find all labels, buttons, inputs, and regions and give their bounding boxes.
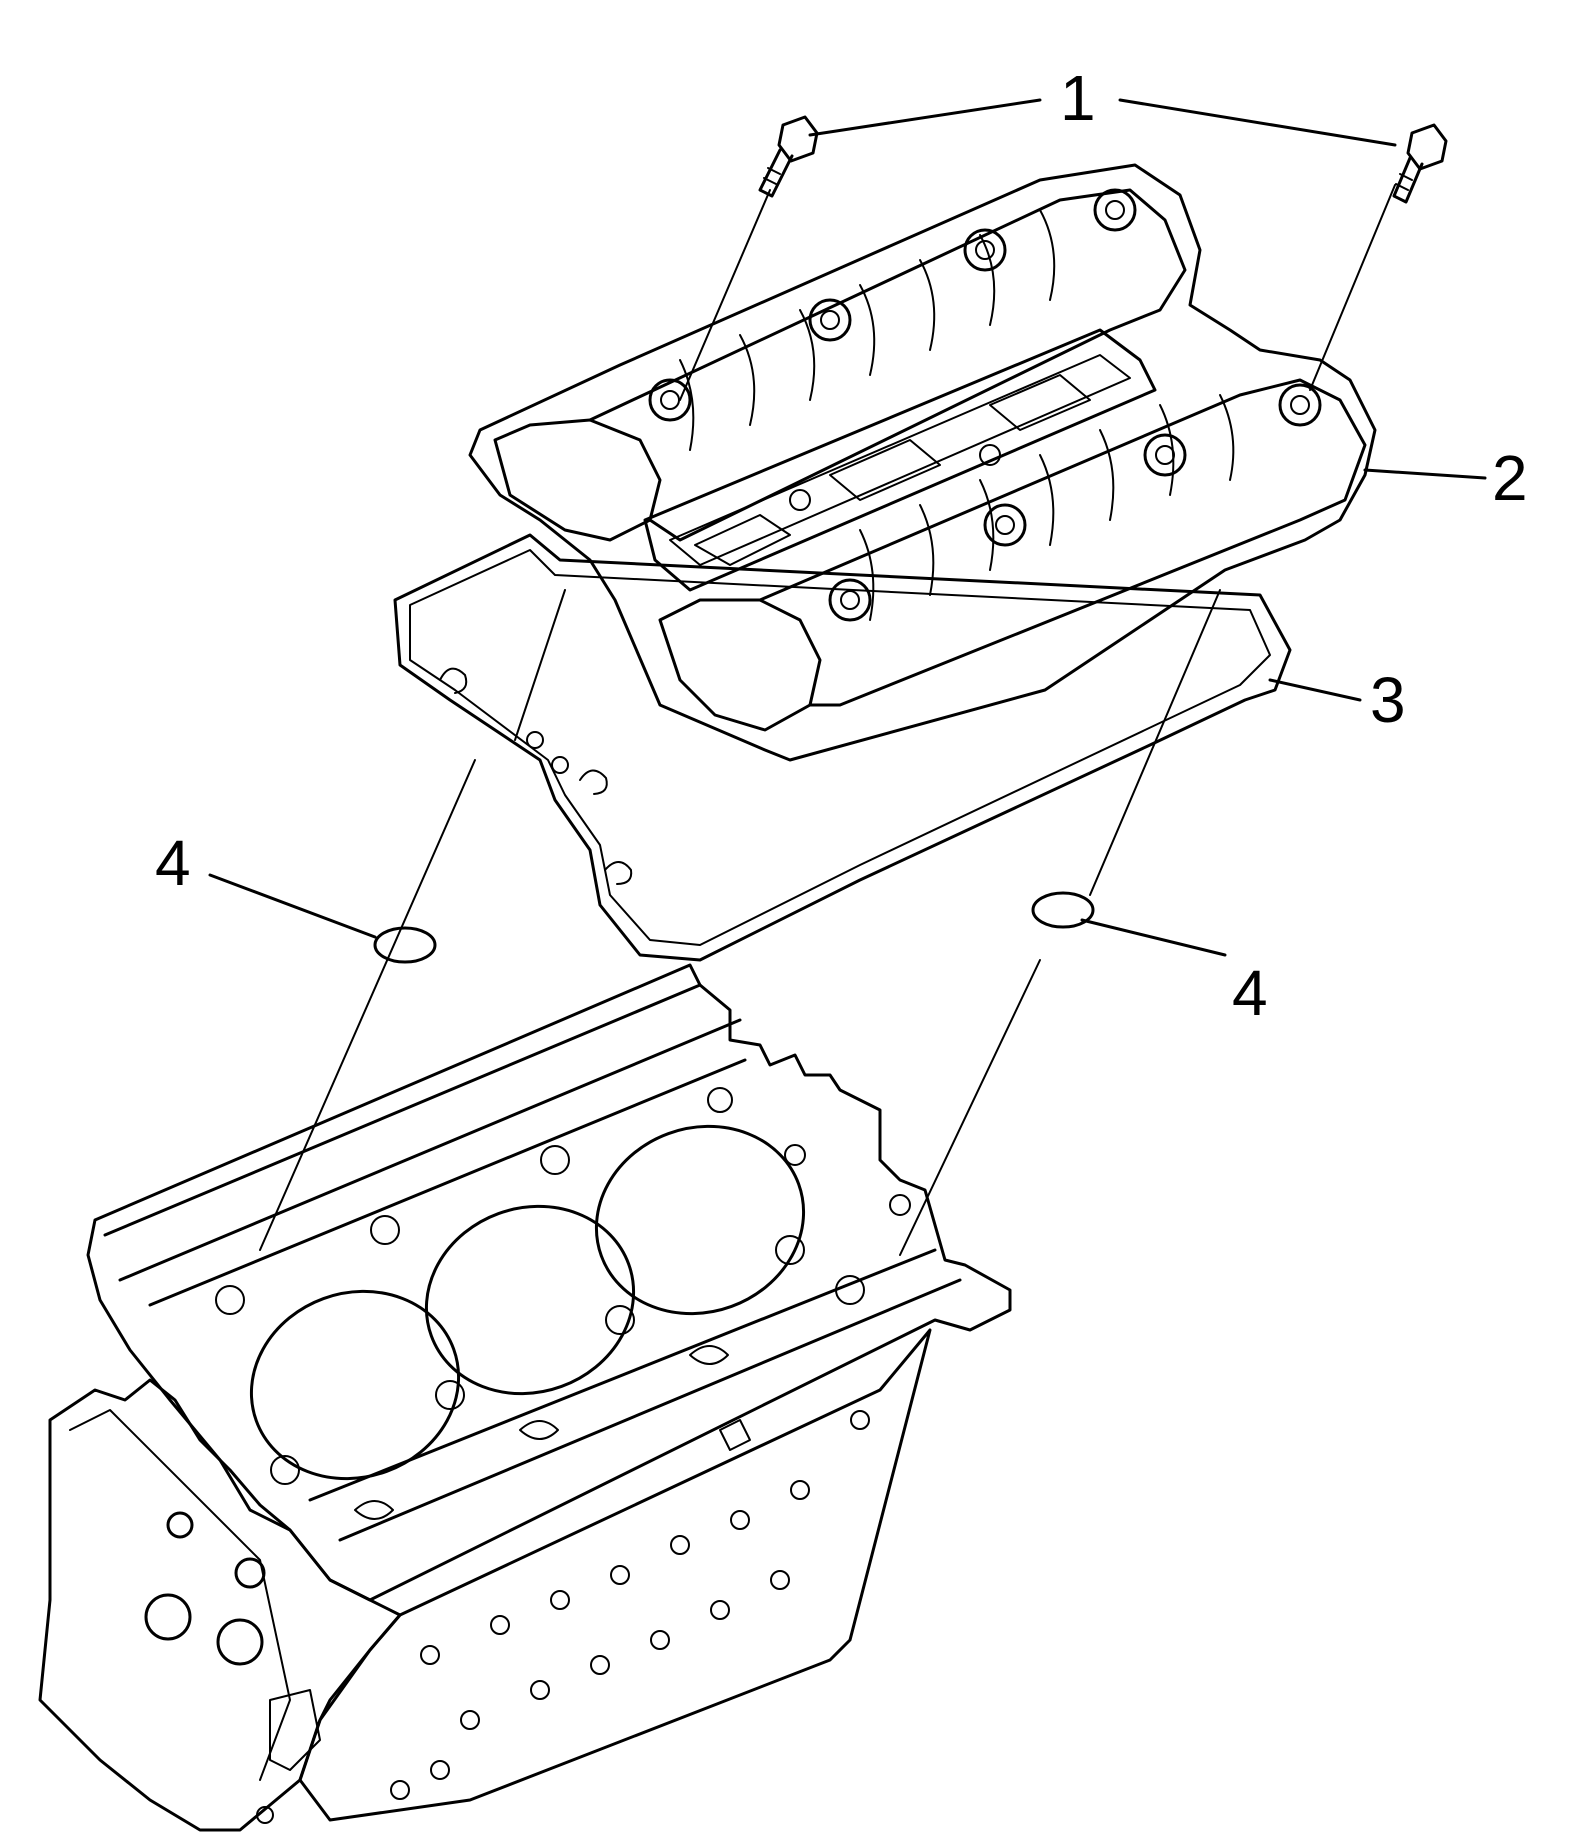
bolt-axis-right xyxy=(1309,184,1396,391)
combustion-chamber-1 xyxy=(249,1289,461,1481)
callout-2: 2 xyxy=(1492,442,1528,514)
callout-4-left: 4 xyxy=(155,827,191,899)
leader-line-4-left xyxy=(208,873,377,939)
leader-line-1-left xyxy=(808,98,1042,137)
leader-lines xyxy=(208,98,1487,957)
o-ring-right xyxy=(1031,891,1095,929)
callout-3: 3 xyxy=(1370,664,1406,736)
dowel-axis-left-upper xyxy=(514,589,566,741)
leader-line-4-right xyxy=(1080,918,1227,957)
bolt-left xyxy=(758,115,819,198)
o-ring-left xyxy=(373,926,437,964)
bolt-axis-left xyxy=(679,189,771,401)
callout-1: 1 xyxy=(1060,62,1096,134)
combustion-chamber-2 xyxy=(424,1204,636,1396)
dowel-axis-left-lower xyxy=(259,759,476,1251)
valve-cover-gasket xyxy=(393,533,1292,962)
cylinder-head xyxy=(38,963,1012,1832)
leader-line-3 xyxy=(1268,678,1362,702)
leader-line-1-right xyxy=(1118,98,1397,147)
valve-cover xyxy=(468,163,1377,762)
leader-line-2 xyxy=(1363,468,1487,480)
callout-4-right: 4 xyxy=(1232,957,1268,1029)
callout-labels: 1 2 3 4 4 xyxy=(155,62,1528,1029)
combustion-chamber-3 xyxy=(594,1124,806,1316)
bolt-right xyxy=(1392,123,1448,204)
dowel-axis-right-lower xyxy=(899,959,1041,1256)
alignment-lines xyxy=(259,184,1396,1256)
